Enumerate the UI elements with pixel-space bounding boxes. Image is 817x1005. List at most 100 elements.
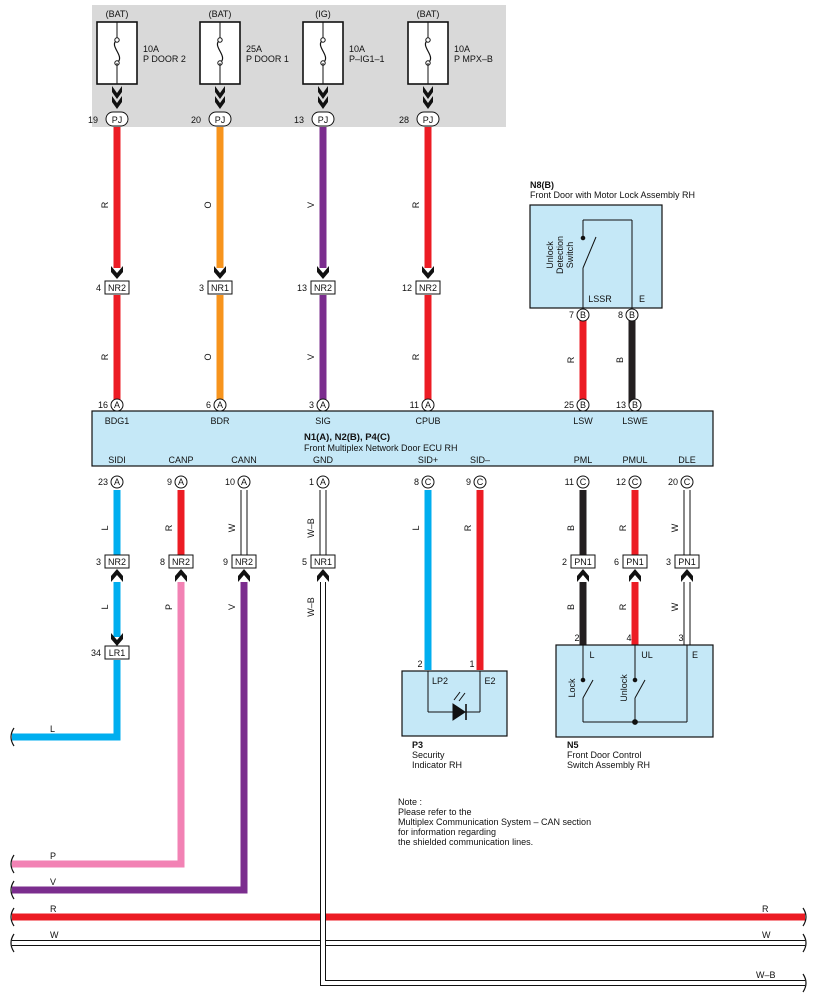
svg-text:A: A — [320, 477, 326, 487]
svg-text:10A: 10A — [454, 44, 470, 54]
svg-text:for information regarding: for information regarding — [398, 827, 496, 837]
svg-text:C: C — [684, 477, 691, 487]
svg-text:PN1: PN1 — [574, 557, 592, 567]
n5-lock-label: Lock — [567, 678, 577, 698]
fuse-p-door-1: (BAT) 25A P DOOR 1 — [199, 9, 289, 85]
svg-text:O: O — [203, 353, 213, 360]
svg-text:(IG): (IG) — [315, 9, 331, 19]
svg-text:L: L — [50, 724, 55, 734]
pj-connectors — [112, 86, 433, 109]
svg-text:3: 3 — [96, 557, 101, 567]
svg-text:A: A — [320, 400, 326, 410]
svg-text:10: 10 — [225, 477, 235, 487]
n5-unlock-label: Unlock — [619, 674, 629, 702]
nr-joint-arrows-top — [111, 266, 434, 279]
svg-text:3: 3 — [199, 283, 204, 293]
svg-text:W–B: W–B — [306, 597, 316, 617]
svg-text:R: R — [164, 524, 174, 531]
n8-switch-label-2: Detection — [555, 236, 565, 274]
svg-text:NR2: NR2 — [314, 283, 332, 293]
n5-term-ul: UL — [641, 650, 653, 660]
svg-text:the shielded communication lin: the shielded communication lines. — [398, 837, 533, 847]
svg-text:3: 3 — [309, 400, 314, 410]
svg-text:16: 16 — [98, 400, 108, 410]
svg-text:6: 6 — [206, 400, 211, 410]
svg-text:B: B — [566, 604, 576, 610]
svg-text:NR2: NR2 — [235, 557, 253, 567]
ecu-box — [91, 410, 714, 467]
svg-text:W: W — [227, 523, 237, 532]
ecu-subtitle: Front Multiplex Network Door ECU RH — [304, 443, 458, 453]
ecu-bottom-terminals: SIDI CANP CANN GND SID+ SID– PML PMUL DL… — [108, 455, 696, 465]
wire-cann-lower — [12, 582, 248, 894]
ecu-top-terminals: BDG1 BDR SIG CPUB LSW LSWE — [105, 416, 648, 426]
svg-text:PMUL: PMUL — [622, 455, 647, 465]
svg-text:A: A — [114, 400, 120, 410]
n8-pin-circles — [576, 308, 639, 322]
svg-text:A: A — [425, 400, 431, 410]
n8-switch-label-1: Unlock — [545, 241, 555, 269]
svg-text:V: V — [306, 354, 316, 360]
n8-pin-e: 8 — [618, 310, 623, 320]
svg-text:NR2: NR2 — [419, 283, 437, 293]
svg-text:9: 9 — [223, 557, 228, 567]
p3-pin-lp2: 2 — [417, 659, 422, 669]
svg-text:B: B — [632, 400, 638, 410]
svg-text:NR2: NR2 — [108, 283, 126, 293]
wire-gnd-lower — [320, 582, 805, 986]
svg-text:P DOOR 1: P DOOR 1 — [246, 54, 289, 64]
n5-name-1: Front Door Control — [567, 750, 642, 760]
svg-text:28: 28 — [399, 115, 409, 125]
wire-canp-lower — [12, 582, 185, 868]
ecu-bottom-wire-codes: L R W W–B L R B R W — [100, 518, 680, 538]
pj-ovals — [105, 111, 440, 127]
n5-term-e: E — [692, 650, 698, 660]
svg-text:9: 9 — [167, 477, 172, 487]
svg-text:NR1: NR1 — [211, 283, 229, 293]
led-icon — [427, 671, 481, 721]
svg-text:19: 19 — [88, 115, 98, 125]
svg-text:PN1: PN1 — [678, 557, 696, 567]
n5-pin-l: 2 — [574, 633, 579, 643]
svg-text:25: 25 — [564, 400, 574, 410]
svg-text:9: 9 — [466, 477, 471, 487]
n5-name-2: Switch Assembly RH — [567, 760, 650, 770]
svg-text:PML: PML — [574, 455, 593, 465]
lr1-arrows — [111, 633, 123, 646]
svg-text:NR1: NR1 — [314, 557, 332, 567]
svg-text:O: O — [203, 201, 213, 208]
svg-text:R: R — [411, 353, 421, 360]
svg-text:20: 20 — [191, 115, 201, 125]
lower-joint-labels: NR2 NR2 NR2 NR1 PN1 PN1 PN1 LR1 3 8 9 5 … — [91, 557, 696, 658]
svg-text:W: W — [670, 602, 680, 611]
svg-text:SID–: SID– — [470, 455, 490, 465]
svg-text:P: P — [164, 604, 174, 610]
n5-ref: N5 — [567, 740, 579, 750]
svg-text:B: B — [580, 400, 586, 410]
n5-pin-ul: 4 — [626, 633, 631, 643]
n8-term-lssr: LSSR — [588, 294, 612, 304]
svg-text:LSW: LSW — [573, 416, 593, 426]
fuse-p-mpx-b: (BAT) 10A P MPX–B — [407, 9, 493, 85]
svg-text:C: C — [632, 477, 639, 487]
svg-text:3: 3 — [666, 557, 671, 567]
svg-text:25A: 25A — [246, 44, 262, 54]
svg-text:B: B — [566, 525, 576, 531]
svg-text:R: R — [411, 201, 421, 208]
ecu-bottom-pins: A A A A C C C C C 23 9 10 1 8 9 11 12 20 — [98, 477, 691, 487]
svg-text:SID+: SID+ — [418, 455, 438, 465]
svg-text:Multiplex Communication System: Multiplex Communication System – CAN sec… — [398, 817, 591, 827]
svg-text:CANN: CANN — [231, 455, 257, 465]
svg-text:R: R — [50, 904, 57, 914]
lower-joint-boxes — [104, 554, 700, 660]
svg-text:NR2: NR2 — [108, 557, 126, 567]
n8-switch-label-3: Switch — [565, 242, 575, 269]
svg-text:R: R — [618, 603, 628, 610]
n8-pin-conn-1: B — [580, 310, 586, 320]
p3-term-lp2: LP2 — [432, 676, 448, 686]
svg-text:L: L — [100, 604, 110, 609]
svg-text:8: 8 — [414, 477, 419, 487]
p3-name-1: Security — [412, 750, 445, 760]
